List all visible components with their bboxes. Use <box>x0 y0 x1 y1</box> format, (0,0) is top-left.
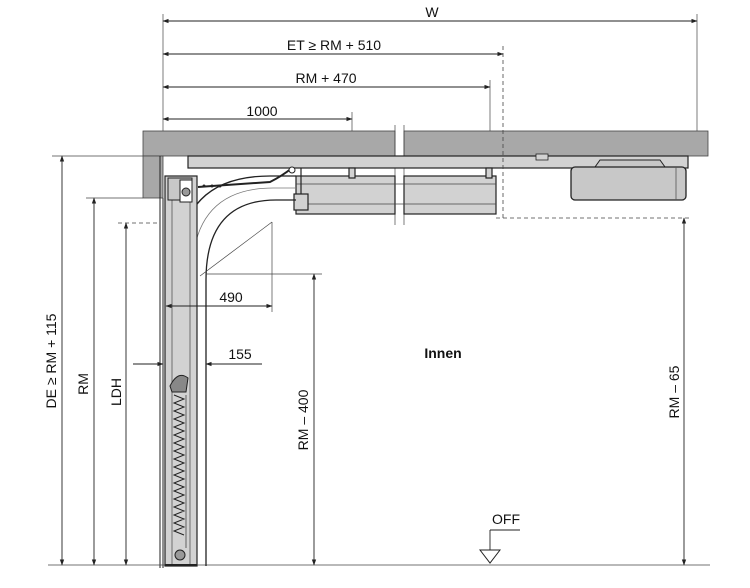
horizontal-track <box>187 153 689 215</box>
dim-rm65-label: RM – 65 <box>666 365 682 418</box>
dim-w-label: W <box>425 4 439 20</box>
dim-rm: RM <box>75 197 143 566</box>
ceiling-slab-left <box>142 130 396 157</box>
off-triangle-icon <box>478 549 502 564</box>
track-right-segment <box>403 175 497 215</box>
dim-de: DE ≥ RM + 115 <box>43 155 143 566</box>
dim-de-label: DE ≥ RM + 115 <box>43 313 59 408</box>
curved-track <box>164 175 296 567</box>
dim-w: W <box>162 4 698 131</box>
spring-cone <box>169 374 189 393</box>
track-left-segment <box>295 175 396 215</box>
off-label: OFF <box>492 511 520 527</box>
dim-1000-label: 1000 <box>246 103 277 119</box>
vertical-door-panel <box>164 175 198 567</box>
dim-155: 155 <box>133 346 262 367</box>
motor-top-bracket <box>594 159 666 168</box>
hanger-1 <box>348 167 356 179</box>
dim-rm-label: RM <box>75 373 91 395</box>
dim-rm65: RM – 65 <box>666 217 687 566</box>
operator-rail <box>187 155 689 169</box>
dim-rm470-label: RM + 470 <box>295 70 356 86</box>
dim-et: ET ≥ RM + 510 <box>162 37 690 219</box>
hole-2 <box>210 184 214 188</box>
bottom-roller <box>174 549 186 561</box>
dim-rm400-label: RM – 400 <box>295 389 311 450</box>
curved-track-center <box>191 187 296 566</box>
dim-ldh: LDH <box>108 222 160 566</box>
wall-corner-block <box>142 155 164 199</box>
dim-490: 490 <box>165 221 273 312</box>
hanger-2 <box>485 167 493 179</box>
dim-ldh-label: LDH <box>108 378 124 406</box>
dim-rm400: RM – 400 <box>206 273 322 566</box>
arm-pivot <box>288 166 296 174</box>
dim-et-label: ET ≥ RM + 510 <box>287 37 381 53</box>
dim-490-diag <box>199 221 273 277</box>
dim-rm470: RM + 470 <box>162 70 491 131</box>
torsion-spring <box>172 394 186 536</box>
motor-housing <box>570 166 687 201</box>
motor-unit <box>570 159 687 201</box>
top-roller <box>181 187 191 197</box>
trolley <box>293 193 309 211</box>
hole-1 <box>202 184 206 188</box>
dim-1000: 1000 <box>162 103 353 131</box>
ceiling-slab-right <box>403 130 709 157</box>
innen-label: Innen <box>424 345 461 361</box>
dim-490-label: 490 <box>219 289 243 305</box>
dim-155-label: 155 <box>228 346 252 362</box>
floor-level-marker: OFF <box>478 511 520 564</box>
curved-track-inner <box>205 199 296 566</box>
rail-clip <box>535 153 549 161</box>
